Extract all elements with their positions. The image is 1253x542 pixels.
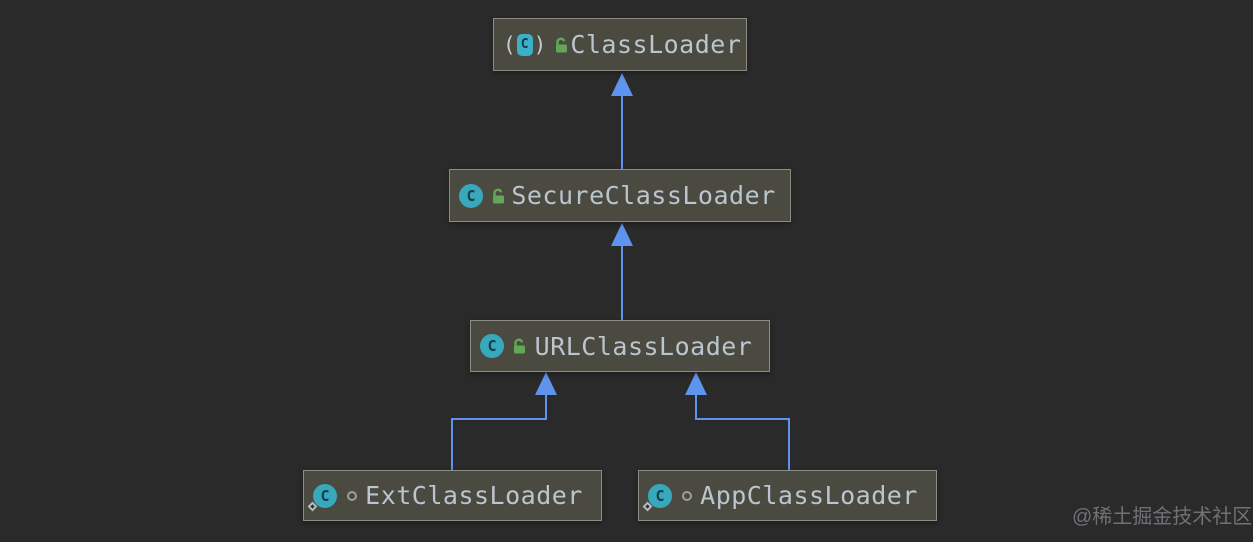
class-node-secureclassloader[interactable]: C SecureClassLoader: [449, 169, 791, 222]
class-name-label: ClassLoader: [570, 30, 742, 59]
class-icon: C: [642, 483, 672, 511]
class-icon: C: [459, 183, 483, 208]
inheritance-line-ext-to-url: [545, 393, 547, 420]
inheritance-arrowhead-ext-to-url: [535, 372, 557, 395]
static-badge-icon: [307, 501, 318, 511]
public-lock-icon: [514, 338, 525, 354]
inheritance-line-app-to-url: [695, 418, 790, 420]
abstract-class-icon: ( C ): [503, 33, 546, 57]
inheritance-line-app-to-url: [788, 418, 790, 470]
inheritance-line-ext-to-url: [451, 418, 547, 420]
class-name-label: ExtClassLoader: [365, 481, 583, 510]
inheritance-arrowhead-url-to-secure: [611, 223, 633, 246]
class-icon: C: [480, 334, 504, 358]
package-private-icon: [682, 490, 692, 501]
abstract-paren-icon: (: [503, 32, 516, 57]
inheritance-line-ext-to-url: [451, 418, 453, 470]
public-lock-icon: [493, 188, 504, 203]
class-name-label: AppClassLoader: [700, 481, 918, 510]
class-name-label: SecureClassLoader: [511, 181, 776, 210]
class-node-urlclassloader[interactable]: C URLClassLoader: [470, 320, 770, 372]
inheritance-line-app-to-url: [695, 393, 697, 420]
abstract-paren-icon: ): [533, 32, 547, 57]
class-node-extclassloader[interactable]: C ExtClassLoader: [303, 470, 602, 521]
watermark: @稀土掘金技术社区: [1072, 506, 1253, 528]
public-lock-icon: [556, 37, 568, 52]
class-name-label: URLClassLoader: [534, 331, 753, 361]
class-node-appclassloader[interactable]: C AppClassLoader: [638, 470, 937, 521]
static-badge-icon: [642, 501, 653, 511]
class-icon: C: [516, 33, 533, 56]
package-private-icon: [347, 490, 357, 501]
inheritance-line-url-to-secure: [621, 244, 623, 320]
class-node-classloader[interactable]: ( C ) ClassLoader: [493, 18, 747, 71]
class-icon: C: [307, 483, 337, 511]
inheritance-arrowhead-secure-to-classloader: [611, 73, 633, 96]
inheritance-line-secure-to-classloader: [621, 94, 623, 169]
inheritance-arrowhead-app-to-url: [685, 372, 707, 395]
